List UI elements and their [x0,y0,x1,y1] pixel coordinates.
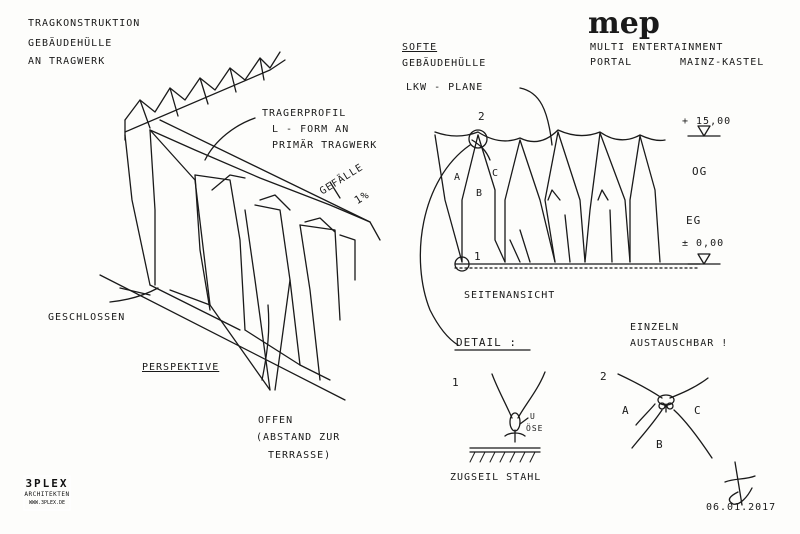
project-code: mep [588,6,660,41]
detail-2-c: C [694,404,702,417]
project-line-2: PORTAL [590,57,633,68]
detail-2-a: A [622,404,630,417]
replace-label-2: AUSTAUSCHBAR ! [630,338,729,349]
project-line-1: MULTI ENTERTAINMENT [590,42,724,53]
logo-name: 3PLEX [25,477,69,490]
closed-label: GESCHLOSSEN [48,312,126,323]
level-eg: EG [686,214,702,227]
title-line-1: TRAGKONSTRUKTION [28,18,141,29]
marker-1-label: 1 [474,250,482,263]
logo-url: WWW.3PLEX.DE [28,500,66,506]
soft-label-2: GEBÄUDEHÜLLE [402,58,487,69]
signature-mark [724,461,756,506]
perspective-label: PERSPEKTIVE [142,362,220,373]
side-view-label: SEITENANSICHT [464,290,556,301]
panel-c-label: C [492,168,500,179]
company-logo: 3PLEX ARCHITEKTEN WWW.3PLEX.DE [20,478,74,506]
truss-top-chord [124,51,281,121]
open-label-2: (ABSTAND ZUR [256,432,341,443]
title-line-2: GEBÄUDEHÜLLE [28,38,113,49]
detail-1-caption: ZUGSEIL STAHL [450,472,542,483]
detail-1-eye-1: U [530,412,536,421]
roof-edge [149,129,381,241]
profile-annotation-2: L - FORM AN [272,124,350,135]
detail-2-b: B [656,438,664,451]
panel-b-label: B [476,188,484,199]
logo-frame [23,475,71,511]
detail-2-drawing [617,373,713,459]
title-line-3: AN TRAGWERK [28,56,106,67]
perspective-structure [99,51,381,401]
level-og: OG [692,165,708,178]
facade-folds [124,129,356,391]
detail-1-eye-2: ÖSE [526,424,544,433]
profile-annotation-1: TRAGERPROFIL [262,108,347,119]
profile-leader [204,117,256,161]
level-zero: ± 0,00 [682,238,725,249]
open-label-3: TERRASSE) [268,450,332,461]
marker-2-label: 2 [478,110,486,123]
tarp-label: LKW - PLANE [406,82,484,93]
logo-sub: ARCHITEKTEN [24,491,70,498]
ground-line [99,274,346,401]
detail-1-drawing [469,371,546,463]
truss-bottom-chord [124,59,286,133]
profile-annotation-3: PRIMÄR TRAGWERK [272,140,378,151]
side-elevation [419,87,721,346]
soft-label-1: SOFTE [402,42,438,53]
detail-2-number: 2 [600,370,608,383]
detail-1-number: 1 [452,376,460,389]
location-label: MAINZ-KASTEL [680,57,765,68]
signature-date: 06.01.2017 [706,502,777,513]
open-label-1: OFFEN [258,415,294,426]
marker-circle-1 [454,256,470,272]
marker-circle-2 [468,129,488,149]
membrane-top [434,129,666,143]
level-top: + 15,00 [682,116,732,127]
detail-label: DETAIL : [456,336,517,349]
panel-a-label: A [454,172,462,183]
replace-label-1: EINZELN [630,322,680,333]
